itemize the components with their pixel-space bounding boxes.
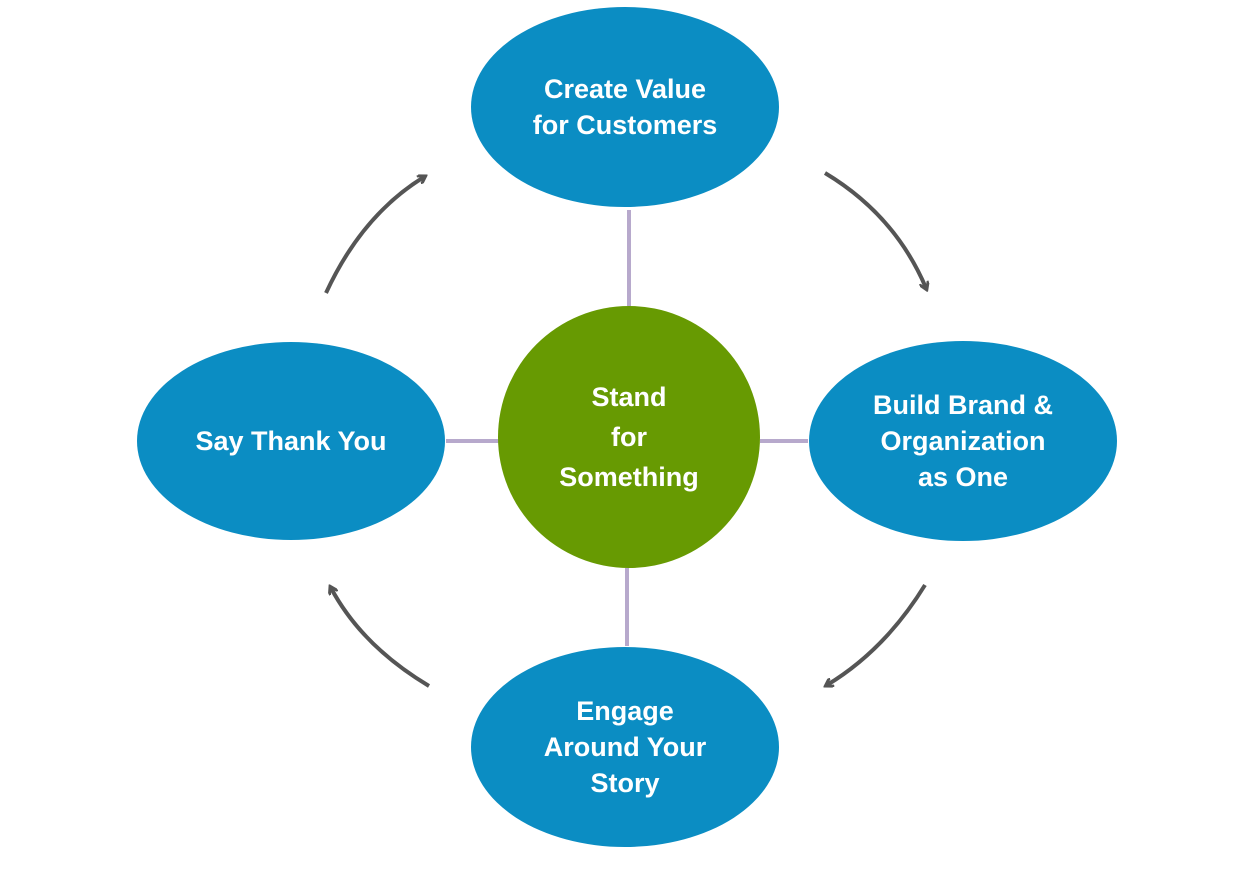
node-stand-for-something-label: Stand for Something: [559, 382, 699, 492]
arrow-bottom-to-left: [331, 588, 431, 688]
arrow-top-to-right: [823, 171, 926, 288]
node-create-value-label: Create Value for Customers: [532, 74, 718, 140]
node-create-value: Create Value for Customers: [471, 7, 779, 207]
node-engage-story-label: Engage Around Your Story: [543, 696, 707, 798]
node-engage-story: Engage Around Your Story: [471, 647, 779, 847]
arrow-left-to-top: [324, 177, 424, 294]
arrow-right-to-bottom: [827, 583, 927, 685]
node-stand-for-something: Stand for Something: [498, 306, 760, 568]
node-build-brand: Build Brand & Organization as One: [809, 341, 1117, 541]
node-say-thank-you: Say Thank You: [137, 342, 445, 540]
node-say-thank-you-label: Say Thank You: [195, 426, 387, 456]
node-build-brand-label: Build Brand & Organization as One: [873, 390, 1053, 492]
